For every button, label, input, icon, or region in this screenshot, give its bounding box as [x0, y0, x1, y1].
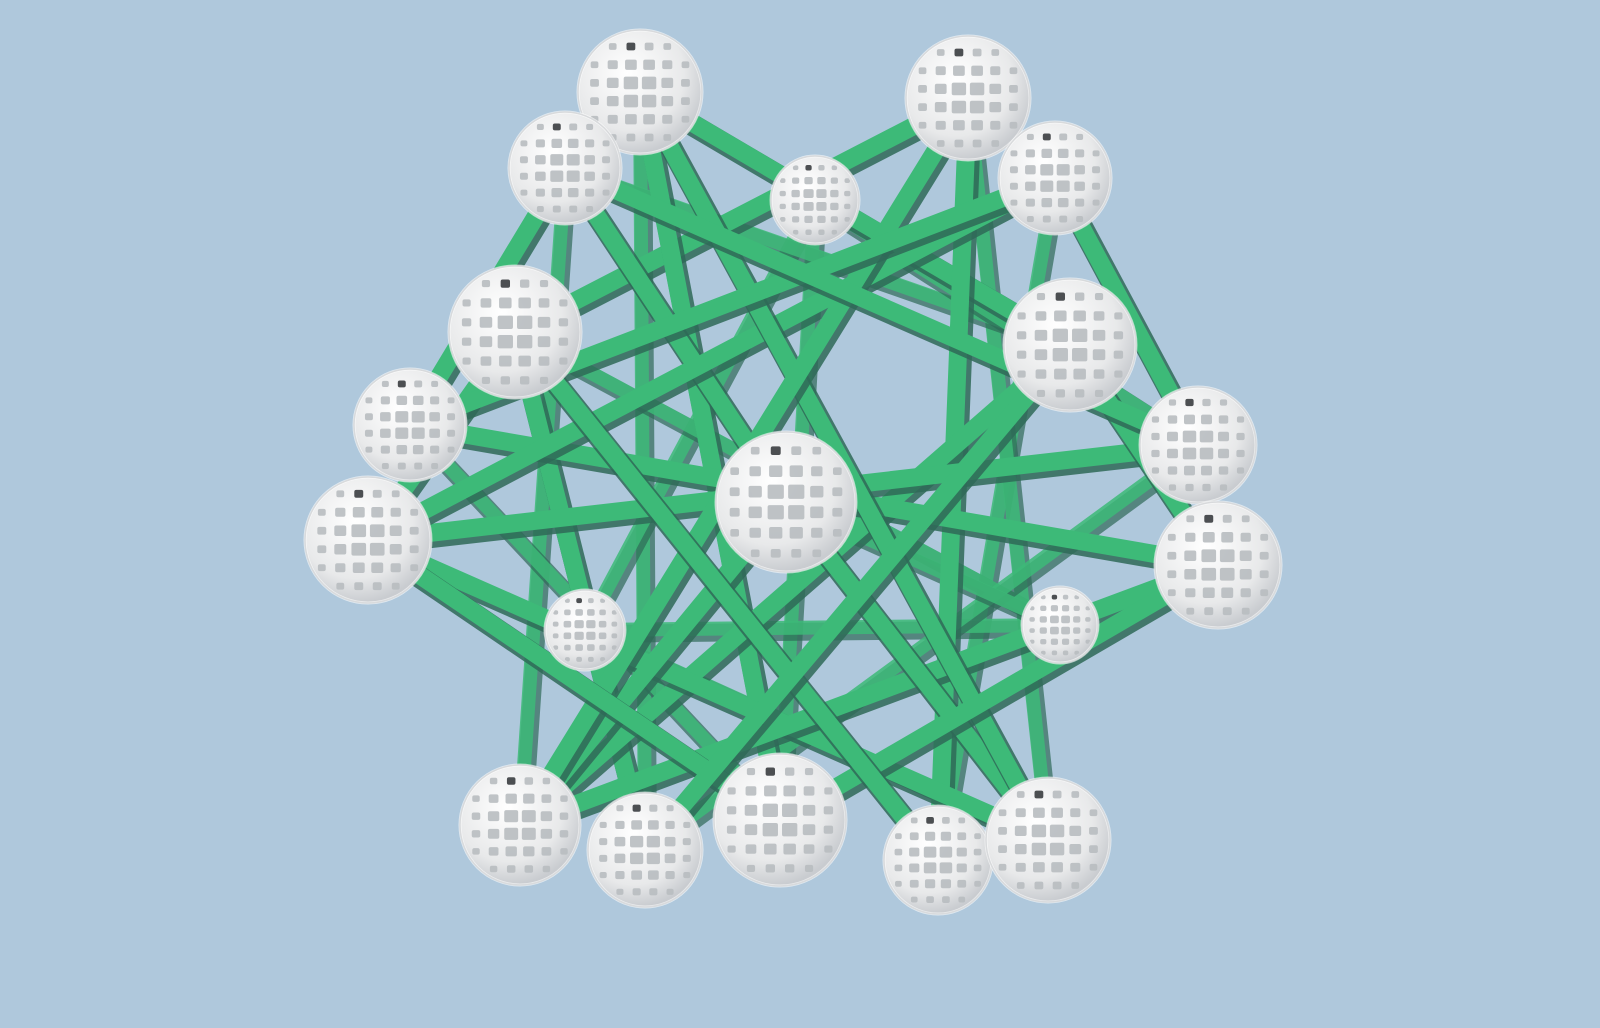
lattice-sphere-node-icon [458, 763, 582, 887]
strut-body [513, 161, 572, 832]
lattice-sphere-node-icon [303, 475, 433, 605]
strut-body [506, 89, 977, 341]
strut-body [636, 336, 1079, 859]
strut-layer-front [359, 83, 1232, 875]
lattice-sphere-node-icon [352, 367, 468, 483]
lattice-sphere-node-icon [1020, 585, 1100, 665]
strut [636, 336, 1084, 865]
lattice-sphere-node-icon [712, 752, 848, 888]
strut [511, 556, 1232, 840]
lattice-sphere-node-icon [769, 154, 861, 246]
lattice-sphere-node-icon [507, 110, 623, 226]
strut [359, 531, 1062, 855]
strut [506, 89, 982, 347]
lattice-sphere-node-icon [1138, 385, 1258, 505]
lattice-sphere-node-icon [904, 34, 1032, 162]
strut [513, 161, 577, 838]
strut [511, 336, 1084, 840]
lattice-sphere-node-icon [586, 791, 704, 909]
lattice-sphere-node-icon [997, 120, 1113, 236]
lattice-sphere-node-icon [447, 264, 583, 400]
strut [506, 323, 952, 875]
lattice-sphere-node-icon [882, 804, 994, 916]
strut-body [359, 531, 1057, 849]
strut [771, 556, 1232, 835]
lattice-sphere-node-icon [1002, 277, 1138, 413]
lattice-sphere-node-icon [714, 430, 858, 574]
strut-body [511, 336, 1079, 834]
lattice-sphere-node-icon [984, 776, 1112, 904]
node-layer [303, 28, 1283, 916]
lattice-sphere-node-icon [576, 28, 704, 156]
strut-body [511, 556, 1227, 834]
lattice-sphere-node-icon [543, 588, 627, 672]
lattice-sphere-node-icon [1153, 500, 1283, 630]
strut-body [506, 323, 947, 869]
strut-body [771, 556, 1227, 829]
